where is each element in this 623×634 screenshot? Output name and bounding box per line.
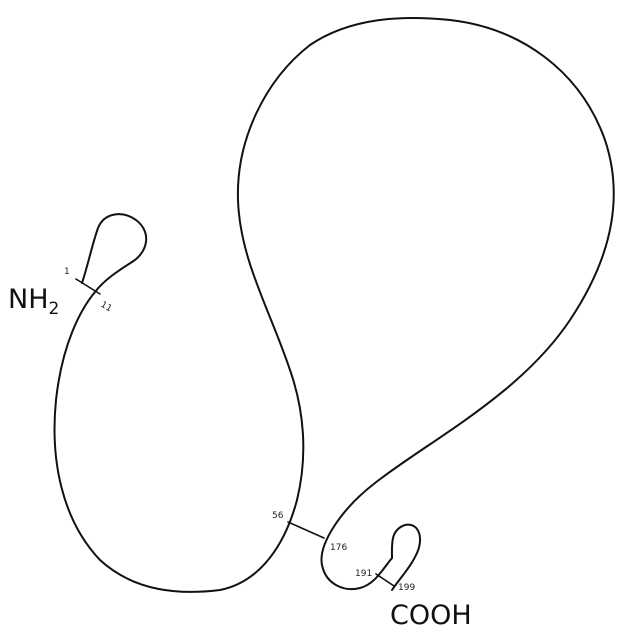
- n-terminus-text: NH: [8, 284, 49, 315]
- n-terminus-label: NH2: [8, 284, 59, 319]
- c-terminal-loop: [392, 525, 420, 590]
- residue-label-199: 199: [398, 583, 415, 593]
- n-terminal-loop: [82, 214, 146, 292]
- crosslink-bond-1-11: [76, 279, 100, 294]
- residue-label-11: 11: [99, 300, 114, 314]
- residue-label-1: 1: [64, 267, 70, 277]
- residue-label-191: 191: [355, 569, 372, 579]
- crosslink-bond-56-176: [288, 522, 324, 538]
- n-terminus-subscript: 2: [49, 299, 60, 319]
- c-terminus-label: COOH: [390, 600, 472, 631]
- crosslink-bond-191-199: [376, 574, 394, 586]
- main-chain-left-lobe: [55, 18, 614, 592]
- residue-label-176: 176: [330, 543, 347, 553]
- residue-label-56: 56: [272, 511, 284, 521]
